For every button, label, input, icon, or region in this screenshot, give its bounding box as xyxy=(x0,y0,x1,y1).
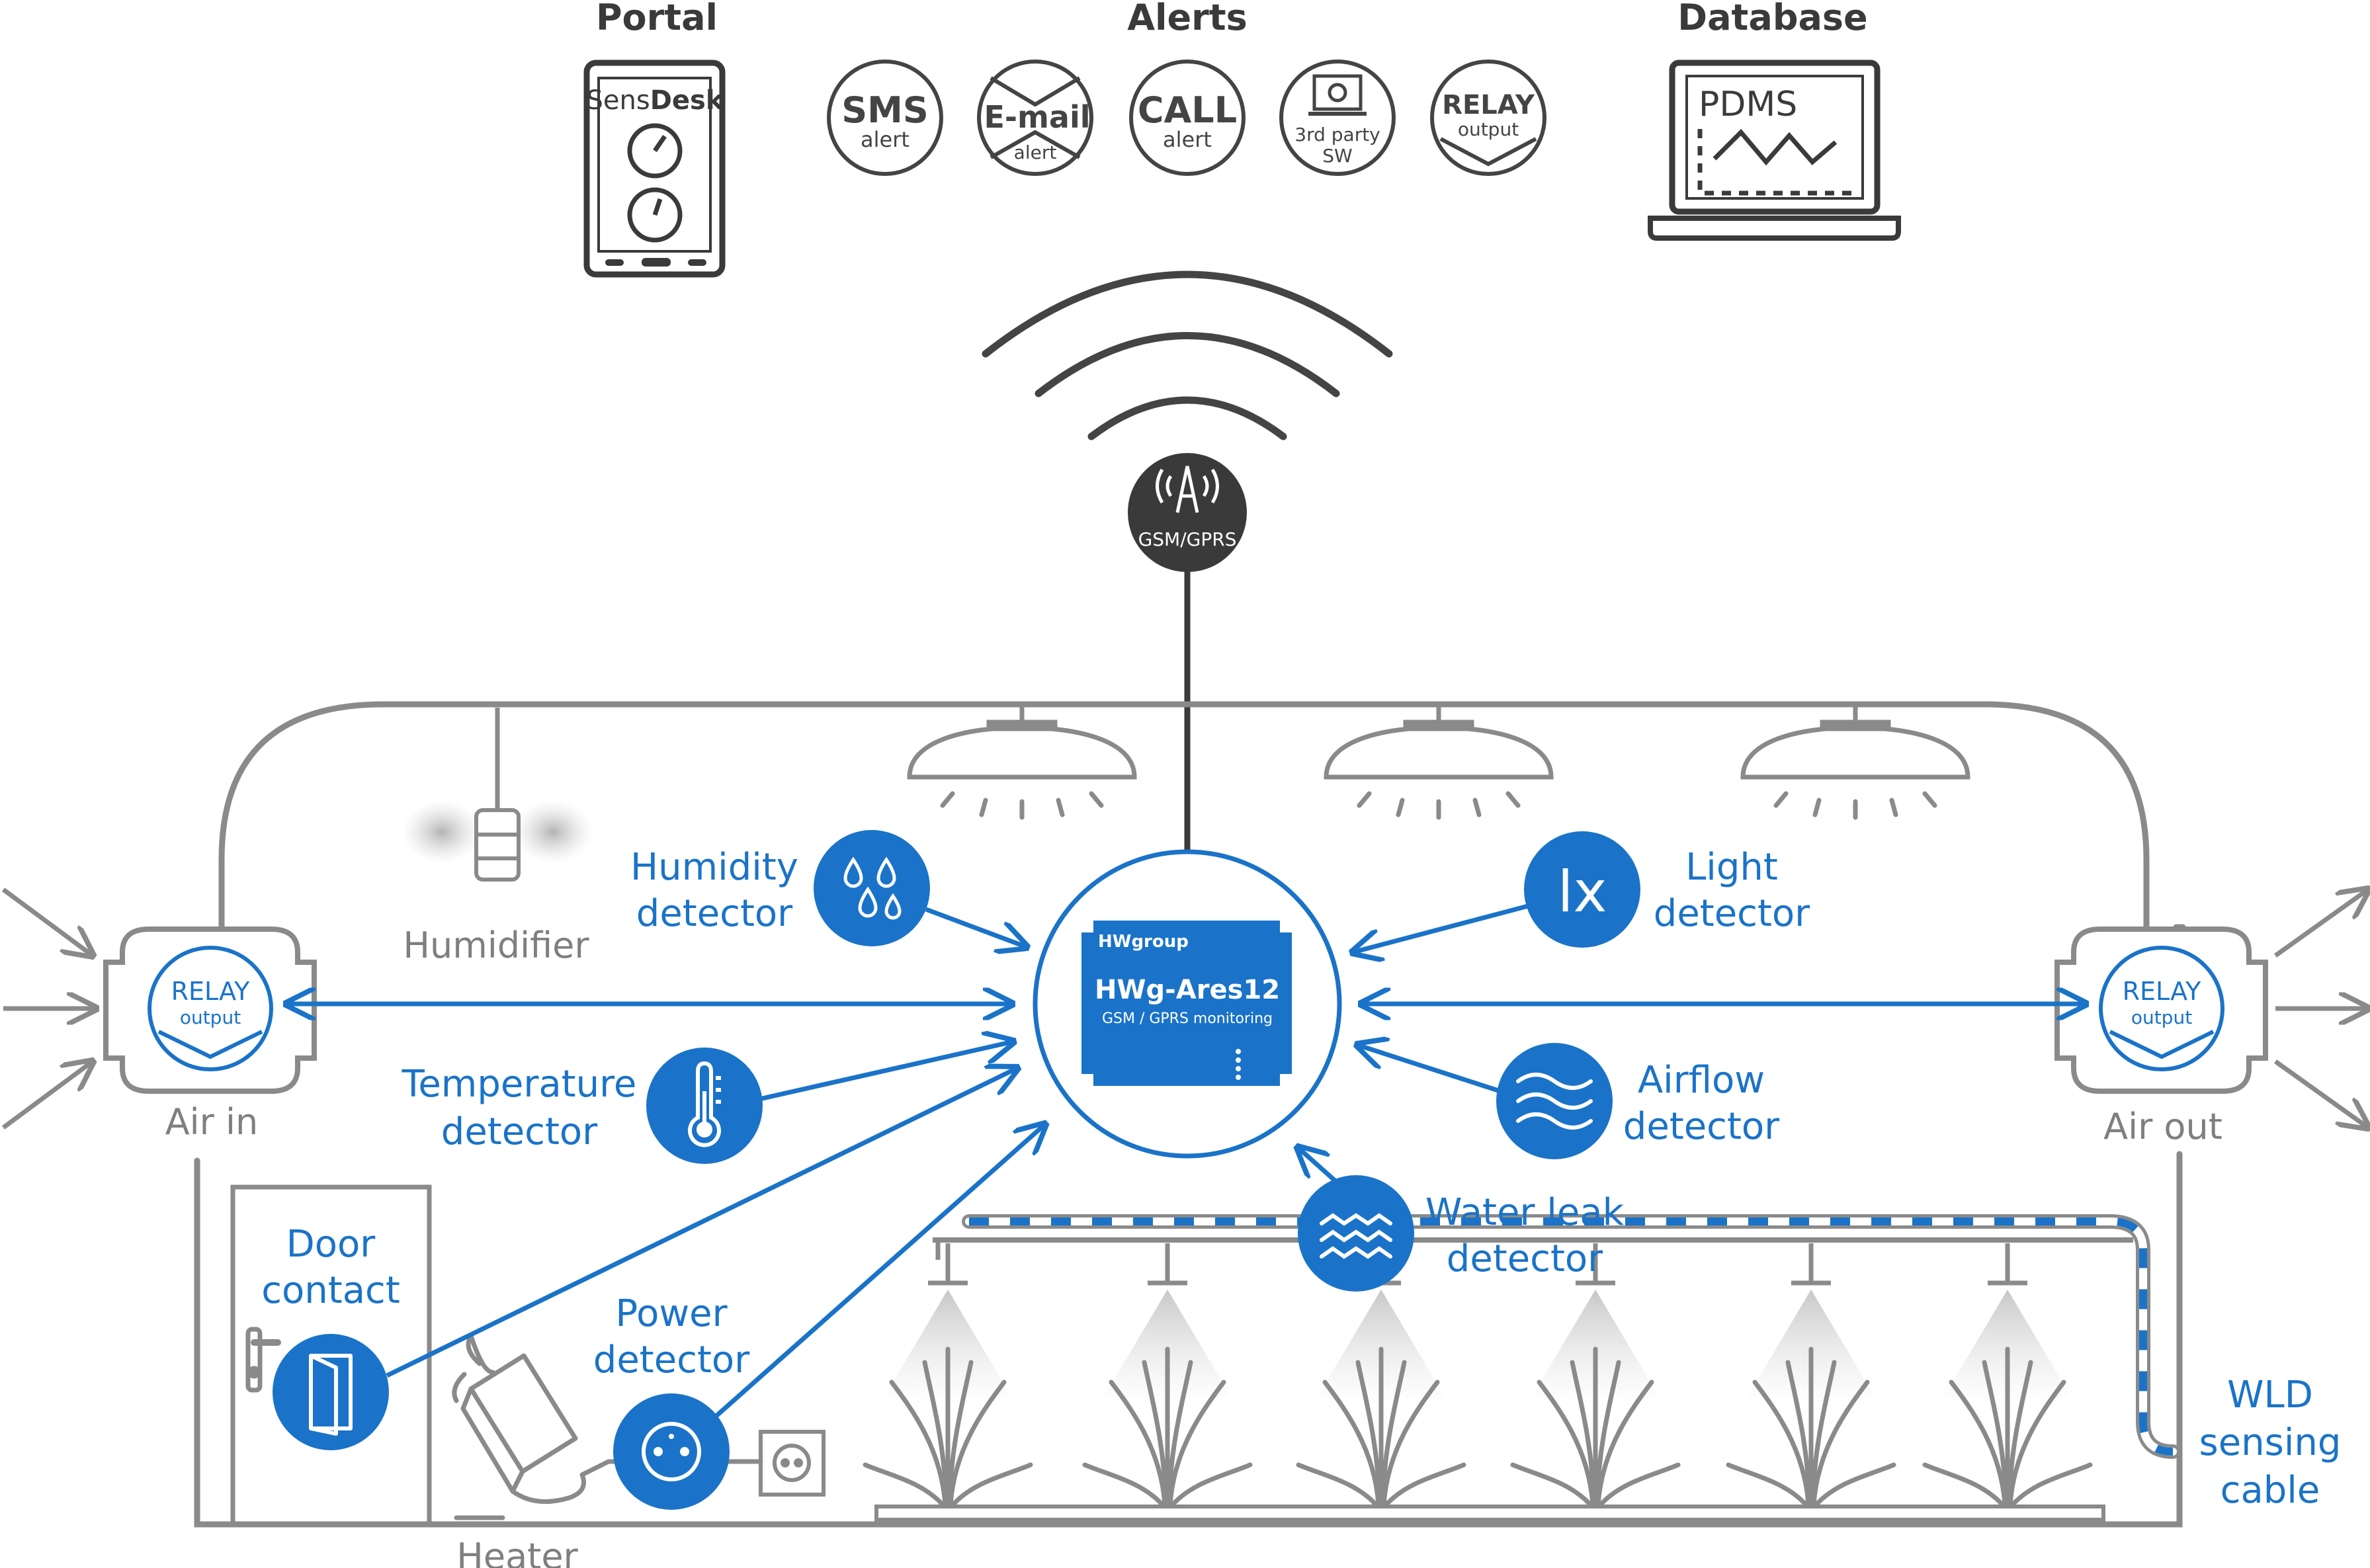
wld-sensing-cable xyxy=(962,1214,2180,1459)
humidifier-label: Humidifier xyxy=(403,925,589,966)
water-waves-icon xyxy=(1320,1213,1392,1259)
hwg-ares12-unit[interactable]: HWgroup HWg-Ares12 GSM / GPRS monitoring xyxy=(1033,849,1342,1159)
plant-with-sprinkler xyxy=(863,1243,1033,1507)
laptop-icon[interactable] xyxy=(1648,60,1901,241)
door-contact-detector[interactable] xyxy=(273,1334,389,1450)
call-icon[interactable]: CALL alert xyxy=(1129,60,1246,176)
svg-text:CALL: CALL xyxy=(1138,89,1237,131)
svg-text:output: output xyxy=(1458,118,1519,140)
power-detector[interactable] xyxy=(613,1393,730,1510)
wireless-signal-icon xyxy=(982,270,1393,440)
hwgroup-logo: HWgroup xyxy=(1098,932,1189,952)
portal-title: Portal xyxy=(596,0,718,38)
water-leak-detector[interactable] xyxy=(1298,1175,1414,1292)
plant-bed xyxy=(874,1505,2105,1522)
power-socket-icon xyxy=(642,1422,701,1481)
air-in-label: Air in xyxy=(165,1101,259,1143)
email-icon[interactable]: E-mail alert xyxy=(977,60,1093,176)
plant-with-sprinkler xyxy=(1510,1243,1681,1507)
temperature-detector[interactable] xyxy=(646,1048,763,1164)
water-drops-icon xyxy=(843,856,902,920)
airflow-label-line2: detector xyxy=(1623,1105,1780,1148)
svg-text:output: output xyxy=(180,1007,241,1028)
humidifier-icon xyxy=(402,708,593,882)
lux-icon: lx xyxy=(1558,859,1607,925)
light-label-line2: detector xyxy=(1654,892,1810,935)
water-leak-label-line1: Water leak xyxy=(1425,1191,1625,1234)
alerts-section: Alerts SMS alert E-mail alert CALL alert… xyxy=(827,0,1546,176)
svg-text:alert: alert xyxy=(1163,127,1212,152)
relay-output-alert-icon[interactable]: RELAY output xyxy=(1430,60,1546,176)
airflow-waves-icon xyxy=(1516,1073,1593,1130)
light-detector[interactable]: lx xyxy=(1524,831,1640,948)
sms-icon[interactable]: SMS alert xyxy=(827,60,943,176)
database-title: Database xyxy=(1677,0,1867,38)
wld-label-line3: cable xyxy=(2221,1469,2320,1512)
light-label-line1: Light xyxy=(1685,846,1778,889)
svg-text:alert: alert xyxy=(1014,142,1057,163)
air-in-arrows xyxy=(1,887,96,1130)
svg-text:E-mail: E-mail xyxy=(984,99,1090,135)
svg-text:SW: SW xyxy=(1322,145,1352,167)
irrigation-pipe xyxy=(933,1237,2133,1260)
database-section: Database PDMS xyxy=(1648,0,1901,241)
wall-socket-icon xyxy=(759,1430,825,1497)
humidity-label-line1: Humidity xyxy=(630,846,798,889)
svg-text:3rd party: 3rd party xyxy=(1294,124,1380,145)
heater-icon xyxy=(452,1333,763,1520)
water-leak-label-line2: detector xyxy=(1447,1237,1603,1280)
svg-text:SMS: SMS xyxy=(841,89,929,131)
airflow-detector[interactable] xyxy=(1496,1043,1613,1159)
status-leds xyxy=(1236,1049,1241,1080)
plant-with-sprinkler xyxy=(1726,1243,1896,1507)
air-out-arrows xyxy=(2273,889,2368,1128)
connection-arrows xyxy=(286,903,2086,1423)
plant-with-sprinkler xyxy=(1922,1243,2093,1507)
svg-text:RELAY: RELAY xyxy=(2123,977,2202,1006)
power-label-line2: detector xyxy=(593,1339,750,1382)
humidity-detector[interactable] xyxy=(814,830,930,946)
temperature-label-line2: detector xyxy=(441,1110,598,1153)
ceiling-lamp-2 xyxy=(1324,704,1554,820)
relay-output-air-in[interactable]: RELAY output xyxy=(103,927,317,1094)
svg-text:RELAY: RELAY xyxy=(171,977,251,1006)
thermometer-icon xyxy=(688,1061,721,1147)
relay-output-air-out[interactable]: RELAY output xyxy=(2054,927,2268,1094)
airflow-label-line1: Airflow xyxy=(1638,1059,1765,1102)
svg-text:GSM/GPRS: GSM/GPRS xyxy=(1138,528,1237,550)
plants-row xyxy=(863,1243,2093,1507)
door-label-line2: contact xyxy=(261,1269,400,1312)
ceiling-lamp-3 xyxy=(1740,704,1970,820)
temperature-label-line1: Temperature xyxy=(402,1063,637,1106)
ceiling-lamp-1 xyxy=(907,704,1137,820)
door-open-icon xyxy=(309,1354,353,1436)
air-out-label: Air out xyxy=(2103,1106,2222,1147)
svg-text:RELAY: RELAY xyxy=(1442,90,1535,120)
device-subtitle: GSM / GPRS monitoring xyxy=(1102,1011,1273,1027)
door-label-line1: Door xyxy=(286,1223,376,1266)
pdms-label: PDMS xyxy=(1699,85,1797,124)
power-label-line1: Power xyxy=(615,1292,728,1335)
humidity-label-line2: detector xyxy=(636,892,793,935)
alerts-title: Alerts xyxy=(1127,0,1248,38)
portal-section: Portal SensDesk xyxy=(583,0,726,278)
wld-label-line2: sensing xyxy=(2199,1421,2342,1464)
plant-with-sprinkler xyxy=(1296,1243,1466,1507)
gsm-gprs-badge[interactable]: GSM/GPRS xyxy=(1128,453,1247,572)
antenna-tower-icon xyxy=(1156,466,1219,513)
plant-with-sprinkler xyxy=(1082,1243,1253,1507)
heater-label: Heater xyxy=(456,1536,578,1568)
third-party-sw-icon[interactable]: 3rd party SW xyxy=(1279,60,1396,176)
device-name: HWg-Ares12 xyxy=(1095,975,1280,1005)
sensdesk-logo: SensDesk xyxy=(587,85,724,116)
svg-text:alert: alert xyxy=(861,127,910,152)
svg-text:output: output xyxy=(2131,1007,2192,1028)
wld-label-line1: WLD xyxy=(2227,1374,2313,1417)
tablet-icon[interactable] xyxy=(583,60,726,278)
